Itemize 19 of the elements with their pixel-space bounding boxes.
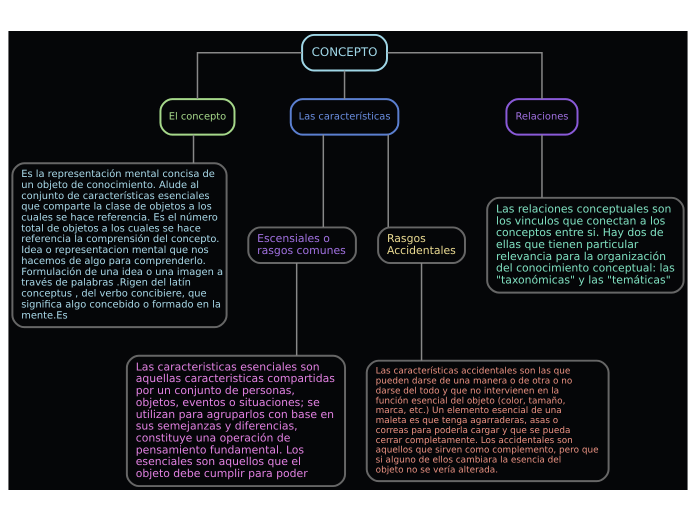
- node-box: El concepto: [159, 98, 236, 136]
- node-box: Es la representación mental concisa de un objeto de conocimiento. Alude al conjunto de características esenciales que comparte la clase de objetos a los cuales se hace referencia. Es el número total de objetos a los cuales se hace referencia la comprensión del concepto. Idea o representacion mental que nos hacemos de algo para comprenderlo. Formulación de una idea o una imagen a través de palabras .Rigen del latín conceptus , del verbo concibiere, que significa algo concebido o formado en la mente.Es: [11, 162, 228, 328]
- connector: [387, 134, 389, 227]
- connector: [192, 134, 194, 163]
- connector: [322, 134, 324, 227]
- node-box: Relaciones: [505, 98, 578, 136]
- connector: [541, 134, 543, 198]
- node-box: Rasgos Accidentales: [377, 226, 466, 264]
- node-box: Escensiales o rasgos comunes: [247, 226, 357, 264]
- node-box: Las características: [290, 98, 400, 136]
- connector: [420, 262, 422, 360]
- connector: [344, 70, 346, 99]
- node-box: Las relaciones conceptuales son los vinculos que conectan a los conceptos entre si. Hay dos de ellas que tienen particular relevancia para la organización del conocimiento conceptual: las "taxonómicas" y las "temáticas": [486, 196, 685, 294]
- connector: [196, 51, 302, 98]
- node-box: Las características accidentales son las que pueden darse de una manera o de otra o no darse del todo y que no intervienen en la función esencial del objeto (color, tamaño, marca, etc.) Un elemento esencial de una maleta es que tenga agarraderas, asas o correas para poderla cargar y que se pueda cerrar completamente. Los accidentales son aquellos que sirven como complemento, pero que si alguno de ellos cambiara la esencia del objeto no se vería alterada.: [366, 359, 610, 482]
- node-box: CONCEPTO: [301, 33, 388, 71]
- node-box: Las caracteristicas esenciales son aquellas caracteristicas compartidas por un conjunto de personas, objetos, eventos o situaciones; se utilizan para agruparlos con base en sus semejanzas y diferencias, constituye una operación de pensamiento fundamental. Los esenciales son aquellos que el objeto debe cumplir para poder: [126, 354, 346, 487]
- connector: [296, 262, 298, 356]
- connector: [387, 51, 543, 98]
